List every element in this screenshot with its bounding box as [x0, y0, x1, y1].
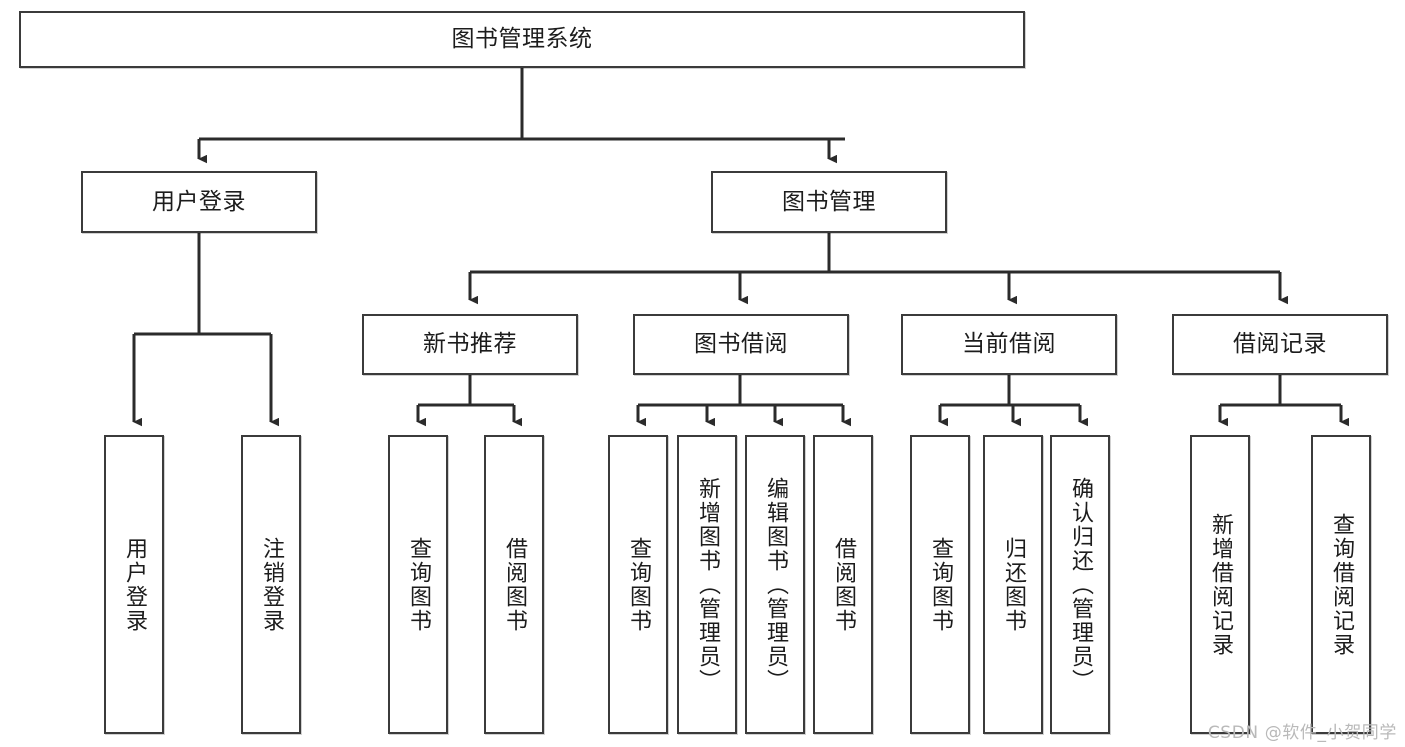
node-leaf-user-login-label: 用户登录 — [122, 536, 147, 633]
node-root-label: 图书管理系统 — [451, 26, 593, 53]
node-leaf-confirm-return-admin[interactable]: 确认归还（管理员） — [1050, 435, 1110, 734]
node-root[interactable]: 图书管理系统 — [19, 11, 1025, 68]
node-leaf-borrow-book-2-label: 借阅图书 — [831, 536, 856, 633]
node-leaf-borrow-book-1[interactable]: 借阅图书 — [484, 435, 544, 734]
node-book-manage-label: 图书管理 — [782, 188, 876, 215]
node-leaf-borrow-book-1-label: 借阅图书 — [502, 536, 527, 633]
node-book-borrow[interactable]: 图书借阅 — [633, 314, 849, 375]
node-leaf-query-record-label: 查询借阅记录 — [1329, 512, 1354, 657]
node-leaf-query-book-1-label: 查询图书 — [406, 536, 431, 633]
node-new-book-recommend-label: 新书推荐 — [423, 331, 517, 358]
node-leaf-logout[interactable]: 注销登录 — [241, 435, 301, 734]
node-leaf-add-record[interactable]: 新增借阅记录 — [1190, 435, 1250, 734]
node-new-book-recommend[interactable]: 新书推荐 — [362, 314, 578, 375]
node-book-manage[interactable]: 图书管理 — [711, 171, 947, 233]
node-current-borrow[interactable]: 当前借阅 — [901, 314, 1117, 375]
node-leaf-return-book[interactable]: 归还图书 — [983, 435, 1043, 734]
node-user-login[interactable]: 用户登录 — [81, 171, 317, 233]
node-borrow-record[interactable]: 借阅记录 — [1172, 314, 1388, 375]
node-book-borrow-label: 图书借阅 — [694, 331, 788, 358]
node-leaf-query-book-1[interactable]: 查询图书 — [388, 435, 448, 734]
node-leaf-query-book-2[interactable]: 查询图书 — [608, 435, 668, 734]
node-leaf-confirm-return-admin-label: 确认归还（管理员） — [1068, 476, 1093, 693]
node-leaf-edit-book-admin[interactable]: 编辑图书（管理员） — [745, 435, 805, 734]
node-leaf-borrow-book-2[interactable]: 借阅图书 — [813, 435, 873, 734]
watermark-text: CSDN @软件_小贺同学 — [1207, 723, 1397, 743]
node-leaf-add-book-admin-label: 新增图书（管理员） — [695, 476, 720, 693]
node-current-borrow-label: 当前借阅 — [962, 331, 1056, 358]
node-leaf-add-record-label: 新增借阅记录 — [1208, 512, 1233, 657]
node-leaf-query-book-3[interactable]: 查询图书 — [910, 435, 970, 734]
node-user-login-label: 用户登录 — [152, 188, 246, 215]
node-leaf-return-book-label: 归还图书 — [1001, 536, 1026, 633]
node-leaf-query-book-2-label: 查询图书 — [626, 536, 651, 633]
node-leaf-query-record[interactable]: 查询借阅记录 — [1311, 435, 1371, 734]
node-borrow-record-label: 借阅记录 — [1233, 331, 1327, 358]
node-leaf-user-login[interactable]: 用户登录 — [104, 435, 164, 734]
node-leaf-query-book-3-label: 查询图书 — [928, 536, 953, 633]
node-leaf-add-book-admin[interactable]: 新增图书（管理员） — [677, 435, 737, 734]
node-leaf-edit-book-admin-label: 编辑图书（管理员） — [763, 476, 788, 693]
node-leaf-logout-label: 注销登录 — [259, 536, 284, 633]
